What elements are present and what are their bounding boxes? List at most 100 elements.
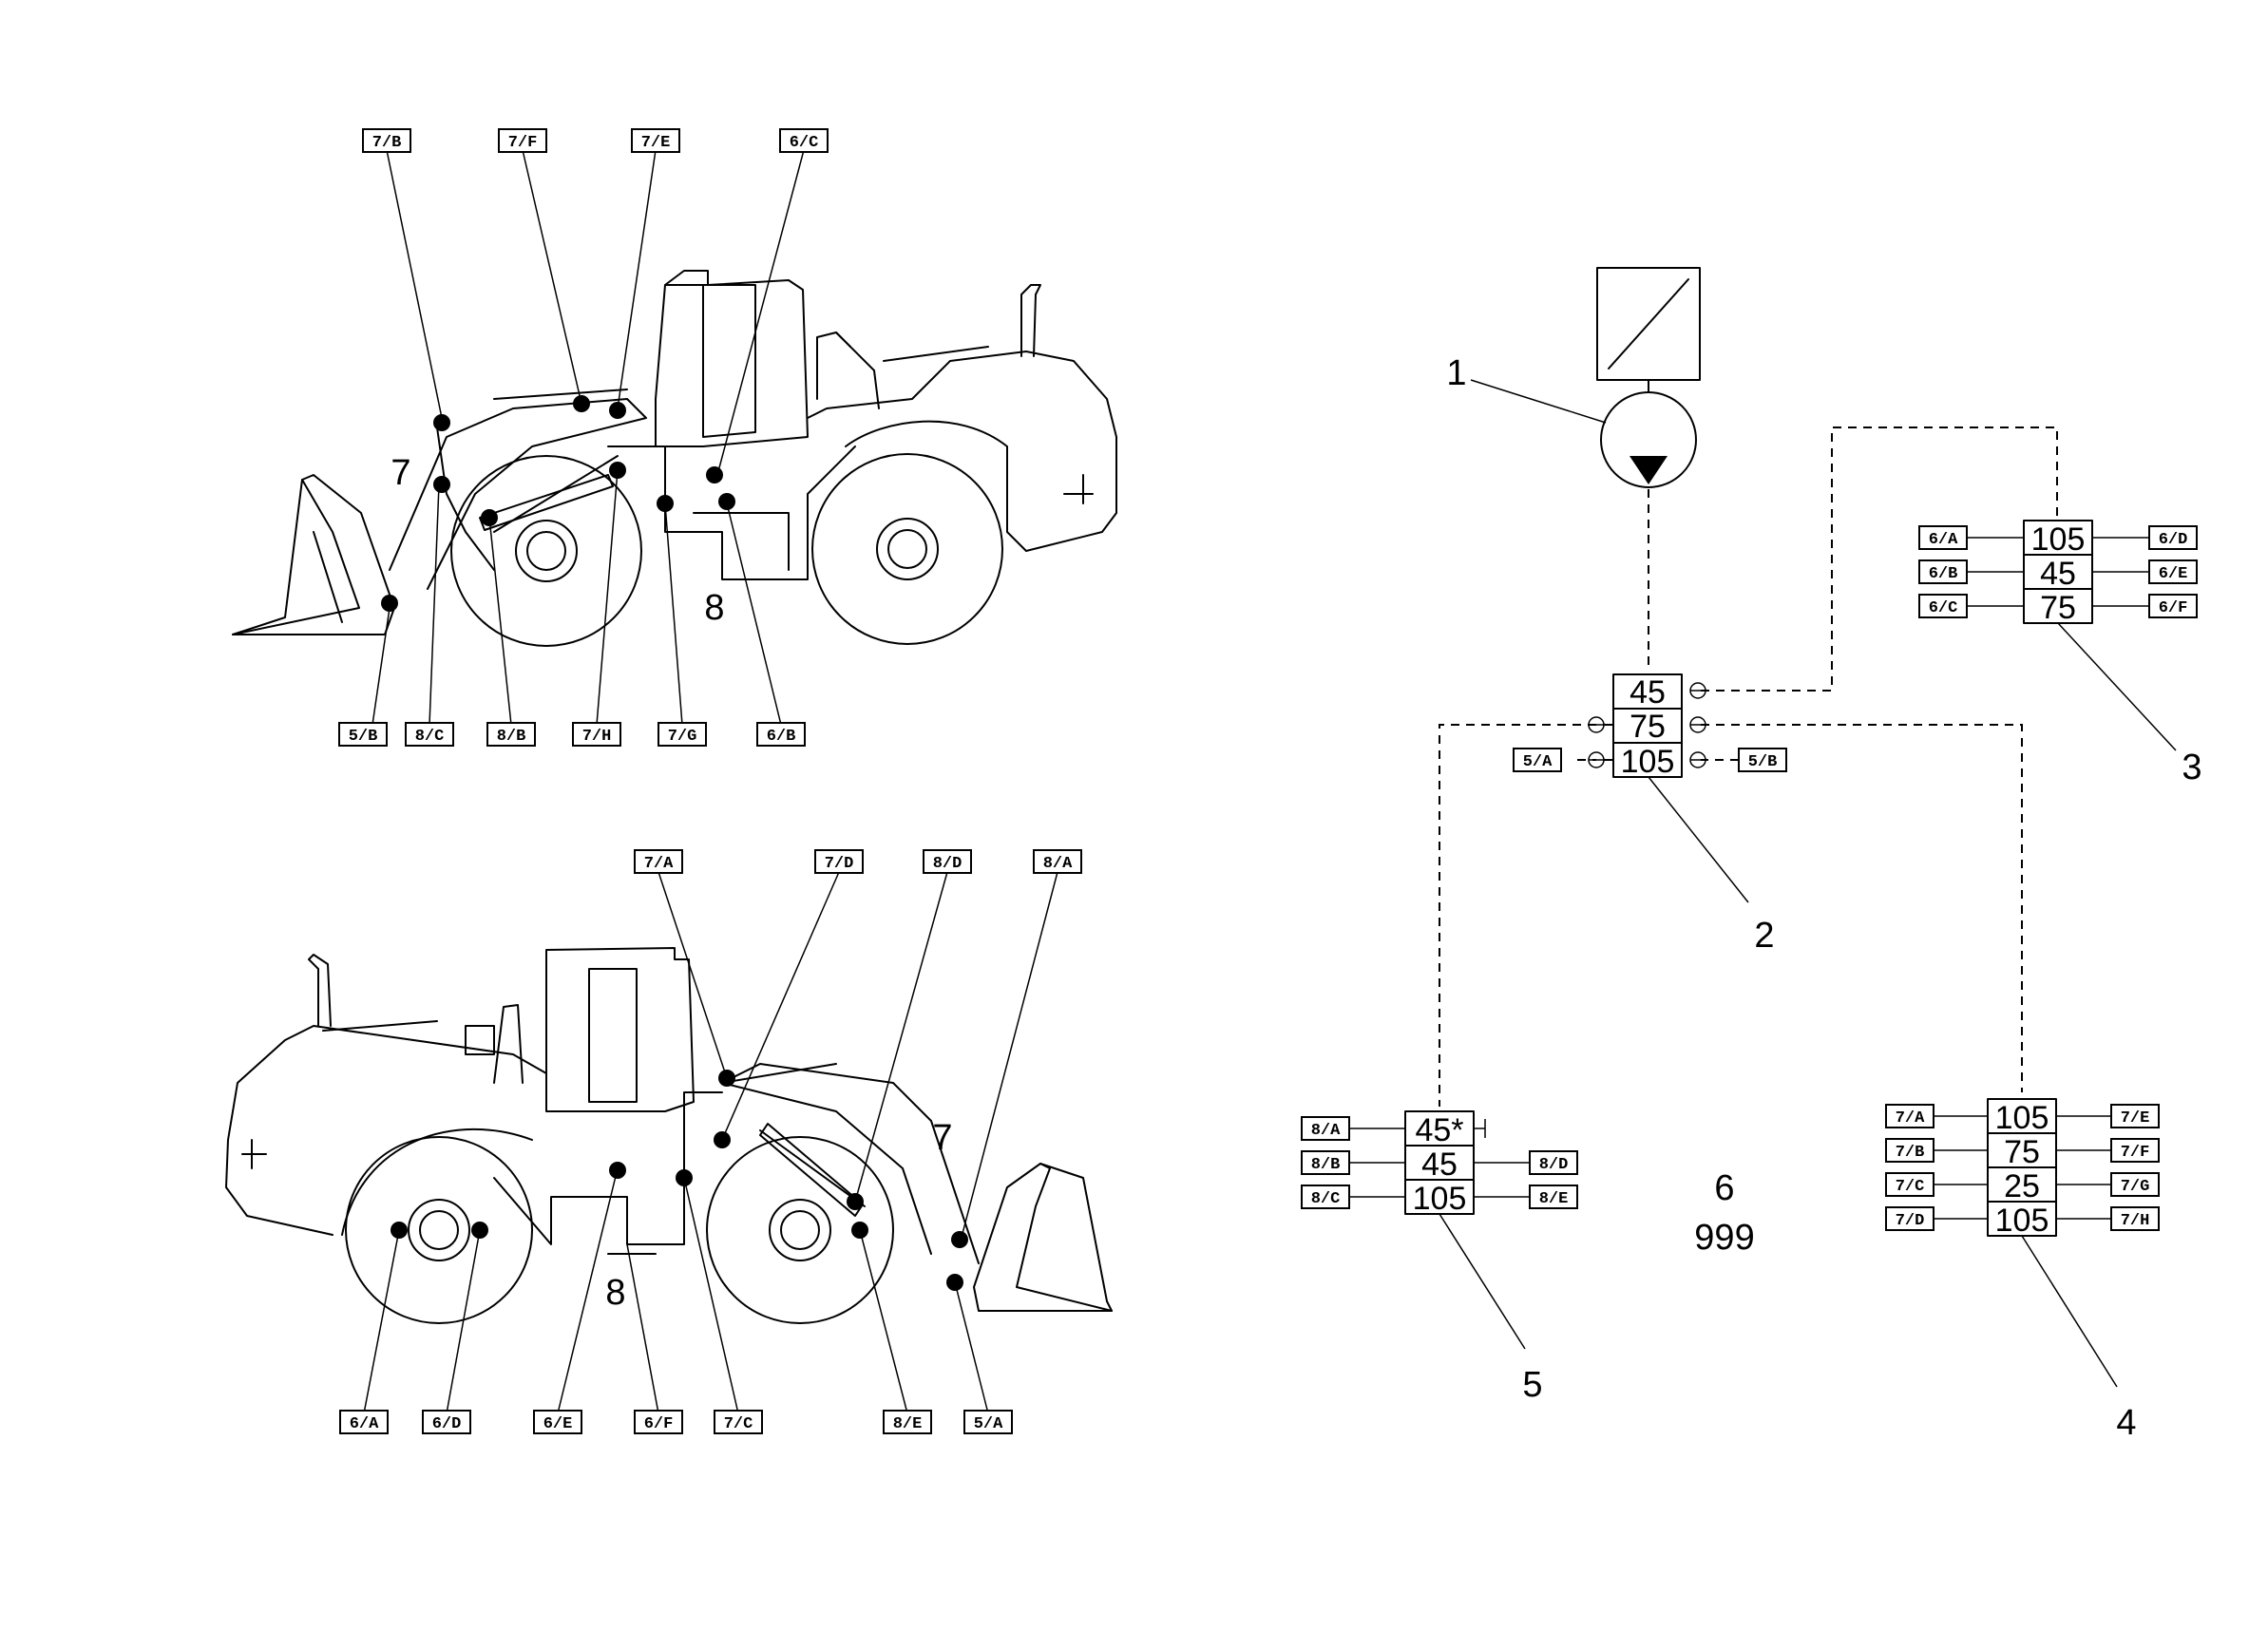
tag-bottom-loader-bottom-1: 6/D: [422, 1410, 471, 1434]
block3-cell-2: 75: [2040, 590, 2076, 626]
block5-right-tag-0: 8/D: [1529, 1150, 1578, 1175]
tag-bottom-loader-bottom-5: 8/E: [883, 1410, 932, 1434]
tag-top-loader-bottom-0-text: 5/B: [349, 728, 378, 746]
tag-bottom-loader-bottom-0: 6/A: [339, 1410, 389, 1434]
tag-bottom-loader-bottom-2: 6/E: [533, 1410, 582, 1434]
tag-top-loader-bottom-1: 8/C: [405, 722, 454, 747]
block4-cell-1: 75: [2004, 1134, 2040, 1170]
block3-left-tag-0-text: 6/A: [1929, 531, 1958, 549]
distributor-right-tag-text: 5/B: [1748, 753, 1778, 771]
tag-bottom-loader-bottom-2-text: 6/E: [543, 1415, 573, 1433]
item-number-2: 2: [1754, 916, 1774, 956]
block3-right-tag-1-text: 6/E: [2159, 565, 2188, 583]
item-number-1: 1: [1446, 353, 1466, 393]
block3-left-tag-2-text: 6/C: [1929, 599, 1958, 617]
block4-left-tag-1-text: 7/B: [1896, 1144, 1925, 1162]
block5-left-tag-1-text: 8/B: [1311, 1156, 1341, 1174]
tag-top-loader-2: 7/E: [631, 128, 680, 153]
block3-right-tag-0: 6/D: [2148, 525, 2198, 550]
block4-right-tag-1: 7/F: [2110, 1138, 2160, 1163]
tag-top-loader-bottom-3: 7/H: [572, 722, 621, 747]
distributor-right-tag: 5/B: [1738, 748, 1787, 772]
tag-top-loader-1-text: 7/F: [508, 134, 538, 152]
tag-top-loader-bottom-5: 6/B: [756, 722, 806, 747]
tag-top-loader-bottom-0: 5/B: [338, 722, 388, 747]
block5-cell-0: 45*: [1415, 1112, 1463, 1148]
block3-right-tag-0-text: 6/D: [2159, 531, 2188, 549]
center-label-6: 6: [1714, 1168, 1734, 1208]
tag-top-loader-0: 7/B: [362, 128, 411, 153]
tag-bottom-loader-2-text: 8/D: [933, 855, 962, 873]
zone-label-7-bottom: 7: [932, 1118, 952, 1158]
loader-bottom-drawing: [225, 947, 1113, 1324]
tag-top-loader-bottom-5-text: 6/B: [767, 728, 796, 746]
block3-right-tag-1: 6/E: [2148, 559, 2198, 584]
block5-right-tag-0-text: 8/D: [1539, 1156, 1569, 1174]
block3-right-tag-2: 6/F: [2148, 594, 2198, 618]
block4-left-tag-3-text: 7/D: [1896, 1212, 1925, 1230]
block4-right-tag-3: 7/H: [2110, 1206, 2160, 1231]
distributor-cell-0: 45: [1630, 674, 1666, 711]
tag-top-loader-1: 7/F: [498, 128, 547, 153]
block5-left-tag-1: 8/B: [1301, 1150, 1350, 1175]
tag-top-loader-bottom-4: 7/G: [658, 722, 707, 747]
block4-right-tag-3-text: 7/H: [2121, 1212, 2150, 1230]
loader-top-drawing: [232, 270, 1117, 647]
lube-points: [381, 395, 968, 1291]
item-number-3: 3: [2182, 748, 2201, 787]
tag-top-loader-bottom-2: 8/B: [486, 722, 536, 747]
block3-right-tag-2-text: 6/F: [2159, 599, 2188, 617]
tag-bottom-loader-2: 8/D: [923, 849, 972, 874]
block4-cell-3: 105: [1995, 1203, 2049, 1239]
block4-right-tag-2: 7/G: [2110, 1172, 2160, 1197]
item-number-5: 5: [1522, 1365, 1542, 1405]
tag-top-loader-3: 6/C: [779, 128, 829, 153]
block4-left-tag-3: 7/D: [1885, 1206, 1934, 1231]
distributor-left-tag: 5/A: [1513, 748, 1562, 772]
tag-bottom-loader-bottom-6-text: 5/A: [974, 1415, 1003, 1433]
block5-left-tag-2: 8/C: [1301, 1185, 1350, 1209]
tag-bottom-loader-bottom-6: 5/A: [963, 1410, 1013, 1434]
tag-bottom-loader-3-text: 8/A: [1043, 855, 1073, 873]
item-number-4: 4: [2116, 1403, 2136, 1443]
tag-bottom-loader-bottom-1-text: 6/D: [432, 1415, 462, 1433]
block4-left-tag-0-text: 7/A: [1896, 1109, 1925, 1128]
tag-bottom-loader-3: 8/A: [1033, 849, 1082, 874]
block4-left-tag-0: 7/A: [1885, 1104, 1934, 1128]
tag-bottom-loader-bottom-3-text: 6/F: [644, 1415, 674, 1433]
tag-bottom-loader-bottom-4-text: 7/C: [724, 1415, 753, 1433]
block4-right-tag-0: 7/E: [2110, 1104, 2160, 1128]
block4-left-tag-2-text: 7/C: [1896, 1178, 1925, 1196]
distributor-cell-1: 75: [1630, 709, 1666, 745]
block3-cell-1: 45: [2040, 556, 2076, 592]
tag-top-loader-bottom-2-text: 8/B: [497, 728, 526, 746]
tag-bottom-loader-bottom-5-text: 8/E: [893, 1415, 923, 1433]
tag-bottom-loader-1-text: 7/D: [825, 855, 854, 873]
distributor-cell-2: 105: [1621, 744, 1675, 780]
zone-label-8-bottom: 8: [605, 1273, 625, 1313]
block4-right-tag-2-text: 7/G: [2121, 1178, 2150, 1196]
tag-bottom-loader-0: 7/A: [634, 849, 683, 874]
block5-left-tag-0-text: 8/A: [1311, 1122, 1341, 1140]
block5-cell-1: 45: [1421, 1147, 1458, 1183]
block3-left-tag-1: 6/B: [1918, 559, 1968, 584]
tag-top-loader-3-text: 6/C: [790, 134, 819, 152]
tag-top-loader-0-text: 7/B: [372, 134, 402, 152]
tag-bottom-loader-bottom-0-text: 6/A: [350, 1415, 379, 1433]
block5-cell-2: 105: [1413, 1181, 1467, 1217]
block4-right-tag-1-text: 7/F: [2121, 1144, 2150, 1162]
tag-top-loader-bottom-4-text: 7/G: [668, 728, 697, 746]
schematic-drawing: [1349, 267, 2177, 1388]
zone-label-8-top: 8: [704, 588, 724, 628]
block3-left-tag-0: 6/A: [1918, 525, 1968, 550]
block3-cell-0: 105: [2031, 521, 2086, 558]
zone-label-7-top: 7: [391, 453, 410, 493]
block4-cell-2: 25: [2004, 1168, 2040, 1204]
tag-top-loader-bottom-3-text: 7/H: [582, 728, 612, 746]
block4-left-tag-2: 7/C: [1885, 1172, 1934, 1197]
block5-left-tag-0: 8/A: [1301, 1116, 1350, 1141]
center-label-999: 999: [1694, 1218, 1754, 1258]
block5-right-tag-1-text: 8/E: [1539, 1190, 1569, 1208]
distributor-left-tag-text: 5/A: [1523, 753, 1553, 771]
